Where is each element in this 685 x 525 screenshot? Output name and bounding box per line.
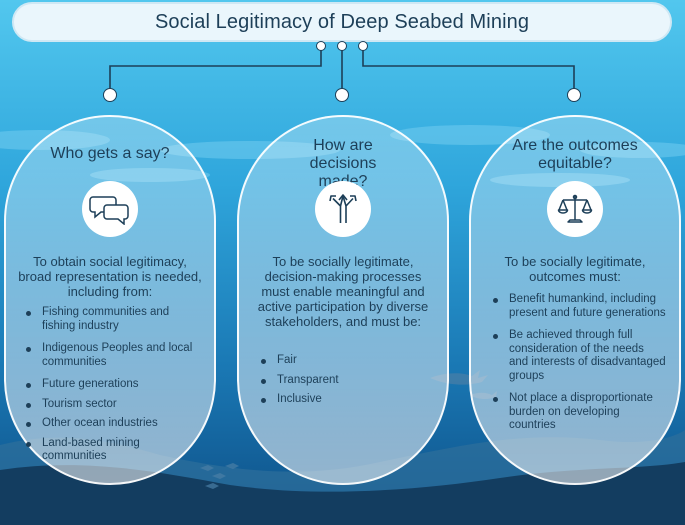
connector-node (567, 88, 581, 102)
column-heading: Who gets a say? (50, 145, 170, 162)
branching-arrows-icon (315, 181, 371, 237)
column-intro: To obtain social legitimacy, broad repre… (18, 254, 202, 299)
column-intro: To be socially legitimate, decision-maki… (257, 254, 429, 329)
list-item: Fishing communities and fishing industry (24, 306, 204, 333)
list-item: Benefit humankind, including present and… (491, 293, 666, 320)
list-item: Indigenous Peoples and local communities (24, 342, 204, 369)
list-item: Fair (259, 354, 429, 368)
list-item: Land-based mining communities (24, 437, 204, 464)
page-title: Social Legitimacy of Deep Seabed Mining (154, 10, 530, 33)
connector-lines (109, 46, 575, 92)
connector-node (335, 88, 349, 102)
connector-node (316, 41, 326, 51)
list-item: Inclusive (259, 393, 429, 407)
scales-icon (547, 181, 603, 237)
column-intro: To be socially legitimate, outcomes must… (504, 254, 646, 284)
list-item: Tourism sector (24, 398, 204, 412)
column-are-outcomes-equitable: Are the outcomes equitable? To be social… (469, 115, 681, 485)
list-item: Be achieved through full consideration o… (491, 329, 666, 383)
title-banner: Social Legitimacy of Deep Seabed Mining (12, 2, 672, 42)
column-heading: Are the outcomes equitable? (512, 137, 638, 172)
list-item: Other ocean industries (24, 417, 204, 431)
connector-node (103, 88, 117, 102)
list-item: Transparent (259, 374, 429, 388)
list-item: Future generations (24, 378, 204, 392)
column-who-gets-a-say: Who gets a say? To obtain social legitim… (4, 115, 216, 485)
connector-node (358, 41, 368, 51)
speech-bubbles-icon (82, 181, 138, 237)
column-how-are-decisions-made: How are decisions made? To be socially l… (237, 115, 449, 485)
connector-node (337, 41, 347, 51)
list-item: Not place a disproportionate burden on d… (491, 392, 666, 433)
